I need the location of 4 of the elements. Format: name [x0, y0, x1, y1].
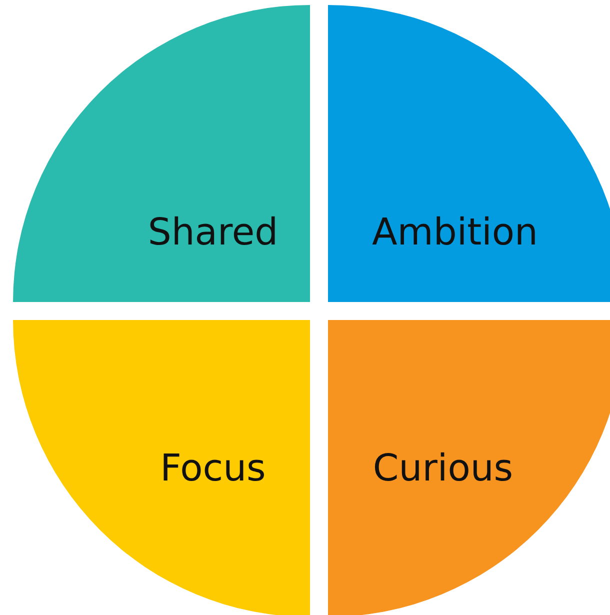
segment-label: Focus	[160, 450, 266, 486]
segment-label: Shared	[148, 214, 278, 250]
segment-label: Curious	[372, 450, 514, 486]
segment-label: Ambition	[372, 214, 538, 250]
